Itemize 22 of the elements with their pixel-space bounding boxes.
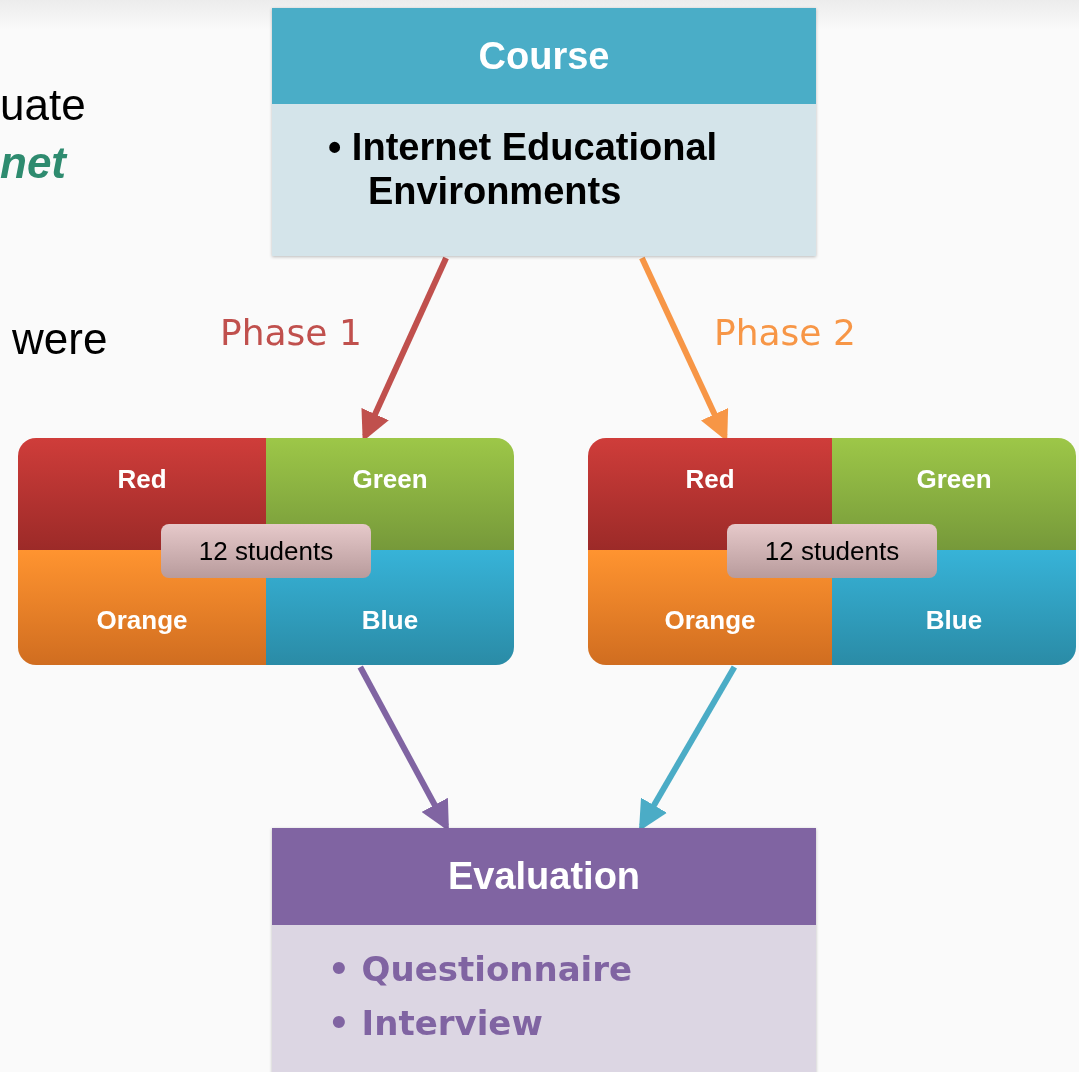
bullet-item: • Questionnaire <box>328 948 634 991</box>
box-heading: Course <box>478 34 610 78</box>
partial-slide-text: were <box>12 314 108 364</box>
bullet-item: • Internet Educational Environments <box>328 126 719 214</box>
titled-box <box>272 828 816 1072</box>
quadrant-label: Orange <box>664 605 756 636</box>
quadrant-label: Red <box>117 464 167 495</box>
quadrant-label: Green <box>916 464 992 495</box>
quadrant-label: Green <box>352 464 428 495</box>
partial-slide-text: uate <box>0 80 86 130</box>
quadrant-label: Blue <box>361 605 419 636</box>
quadrant-label: Red <box>685 464 735 495</box>
bullet-item: • Interview <box>328 1002 544 1046</box>
count-badge: 12 students <box>727 524 937 578</box>
box-heading: Evaluation <box>447 855 641 898</box>
quadrant-panel <box>588 438 1076 665</box>
count-badge: 12 students <box>161 524 371 578</box>
quadrant-label: Blue <box>925 605 983 636</box>
quadrant-panel <box>18 438 514 665</box>
titled-box <box>272 8 816 256</box>
quadrant-label: Orange <box>96 605 188 636</box>
partial-slide-text: net <box>0 138 66 188</box>
